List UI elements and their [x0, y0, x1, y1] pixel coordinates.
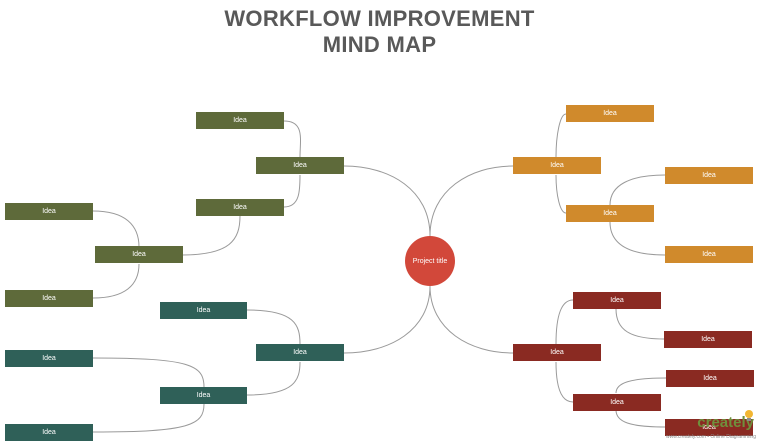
connector-orange-main-bottom [555, 174, 567, 214]
connector-center-teal [343, 285, 431, 354]
connector-olive-main-top [283, 120, 301, 158]
connector-red-upper-leaf [615, 308, 665, 340]
olive-leaf-idea-2[interactable]: Idea [5, 290, 93, 307]
connector-olive-sub-top [92, 210, 140, 248]
orange-child-idea-2[interactable]: Idea [566, 205, 654, 222]
connector-orange-child-bottom [609, 221, 666, 256]
central-topic[interactable]: Project title [405, 236, 455, 286]
connector-teal-main-bottom [246, 361, 301, 396]
connector-center-orange [429, 165, 514, 237]
red-child-idea-1[interactable]: Idea [573, 292, 661, 309]
connector-center-olive [343, 165, 431, 237]
logo-tagline: www.creately.com • Online Diagramming [665, 434, 756, 440]
teal-child-idea-2[interactable]: Idea [160, 387, 247, 404]
connector-orange-main-top [555, 113, 567, 158]
red-leaf-idea-1[interactable]: Idea [664, 331, 752, 348]
teal-leaf-idea-1[interactable]: Idea [5, 350, 93, 367]
olive-leaf-idea-1[interactable]: Idea [5, 203, 93, 220]
orange-child-idea-1[interactable]: Idea [566, 105, 654, 122]
creately-logo: creately www.creately.com • Online Diagr… [666, 410, 756, 442]
red-main-idea[interactable]: Idea [513, 344, 601, 361]
diagram-title-line-1: WORKFLOW IMPROVEMENT [224, 6, 535, 31]
connector-olive-main-bottom [283, 174, 301, 208]
orange-main-idea[interactable]: Idea [513, 157, 601, 174]
lightbulb-icon [745, 410, 753, 421]
connector-olive-sub-bottom [92, 263, 140, 299]
connector-teal-main-top [246, 309, 301, 345]
diagram-title-line-2: MIND MAP [322, 32, 437, 57]
connector-orange-child-top [609, 174, 666, 206]
red-child-idea-2[interactable]: Idea [573, 394, 661, 411]
teal-child-idea-1[interactable]: Idea [160, 302, 247, 319]
olive-sub-idea[interactable]: Idea [95, 246, 183, 263]
olive-child-idea-1[interactable]: Idea [196, 112, 284, 129]
red-leaf-idea-3[interactable]: Idea [665, 419, 753, 436]
olive-child-idea-2[interactable]: Idea [196, 199, 284, 216]
logo-brand-text: creately [697, 414, 754, 431]
connector-red-main-top [555, 299, 574, 345]
connector-red-main-bottom [555, 361, 574, 403]
teal-leaf-idea-2[interactable]: Idea [5, 424, 93, 441]
connector-center-red [429, 285, 514, 354]
teal-main-idea[interactable]: Idea [256, 344, 344, 361]
connector-teal-child-top [92, 357, 205, 388]
connector-red-lower-leaf-bottom [615, 409, 666, 428]
connector-teal-child-bottom [92, 403, 205, 433]
orange-leaf-idea-1[interactable]: Idea [665, 167, 753, 184]
red-leaf-idea-2[interactable]: Idea [666, 370, 754, 387]
connector-red-lower-leaf-top [615, 377, 667, 394]
connector-olive-child-sub [181, 215, 241, 256]
orange-leaf-idea-2[interactable]: Idea [665, 246, 753, 263]
olive-main-idea[interactable]: Idea [256, 157, 344, 174]
